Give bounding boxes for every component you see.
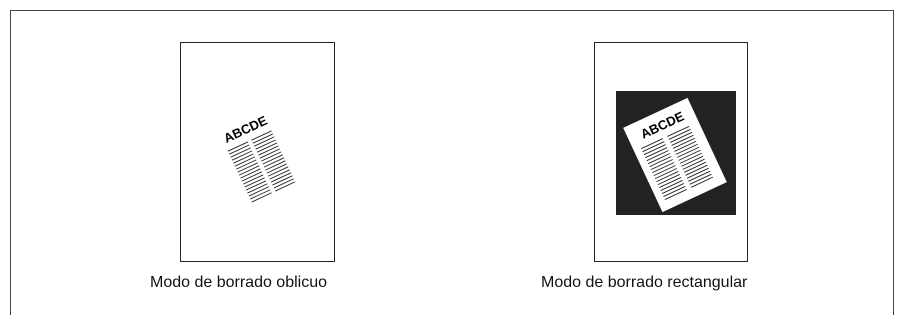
text-line [261,151,282,162]
text-line [650,159,673,171]
text-line [652,162,675,174]
rectangular-mode-page: ABCDE [594,42,748,262]
text-lines-left [640,138,687,200]
text-line [659,177,682,188]
text-line [227,141,249,152]
text-line [234,156,256,167]
text-line [231,150,253,161]
text-line [244,177,265,188]
text-line [653,165,676,177]
text-line [238,165,260,176]
text-line [660,180,683,191]
text-line [690,176,714,188]
text-line [275,181,296,192]
text-line [646,150,669,162]
text-line [273,178,294,189]
text-line [252,133,274,144]
text-line [681,155,704,167]
text-line [683,161,707,173]
text-line [670,131,693,143]
text-line [667,125,690,137]
text-lines-left [227,141,272,203]
text-line [663,186,686,197]
text-line [245,180,267,191]
text-line [664,189,687,200]
text-line [250,189,271,200]
text-line [643,144,666,156]
text-line [688,170,711,182]
text-line [256,142,278,153]
text-line [678,149,701,161]
text-line [671,134,694,146]
text-line [677,146,700,158]
text-line [661,183,685,194]
text-line [269,169,290,180]
text-line [642,141,665,153]
document-heading: ABCDE [221,113,270,146]
text-line [672,137,695,149]
text-line [251,192,272,203]
text-line [640,138,664,150]
text-line [258,145,279,156]
oblique-mode-illustration: ABCDE [221,113,296,203]
text-line [230,147,251,158]
text-line [243,174,264,185]
text-line [654,168,678,180]
tilted-document: ABCDE [621,96,729,214]
text-line [682,158,705,170]
text-line [668,128,691,140]
text-line [229,144,250,155]
text-line [236,159,257,170]
figure-frame [10,10,894,315]
text-line [266,163,287,174]
text-line [674,140,697,152]
text-line [270,172,292,183]
text-line [679,152,702,164]
text-line [657,174,680,186]
text-line [240,168,261,179]
text-line [262,154,283,165]
text-line [237,162,258,173]
rectangular-mode-caption: Modo de borrado rectangular [541,274,748,291]
text-line [272,175,293,186]
text-lines-right [667,125,714,188]
text-line [649,156,672,168]
text-line [248,186,269,197]
text-line [241,171,263,182]
text-lines-right [251,130,296,192]
text-line [675,143,698,155]
text-line [247,183,268,194]
text-line [233,153,254,164]
text-line [265,160,286,171]
text-line [647,153,671,165]
oblique-mode-caption: Modo de borrado oblicuo [150,274,328,291]
text-line [686,167,709,179]
text-line [254,136,275,147]
text-line [259,148,281,159]
document-sheet [621,96,729,214]
text-line [263,157,285,168]
text-line [689,173,712,185]
text-line [255,139,276,150]
rectangular-mode-illustration: ABCDE [616,91,736,215]
text-line [656,171,679,183]
tilted-document: ABCDE [221,113,296,203]
text-line [685,164,708,176]
oblique-mode-page: ABCDE [180,42,335,262]
text-line [251,130,272,141]
text-line [268,166,289,177]
text-line [645,147,668,159]
